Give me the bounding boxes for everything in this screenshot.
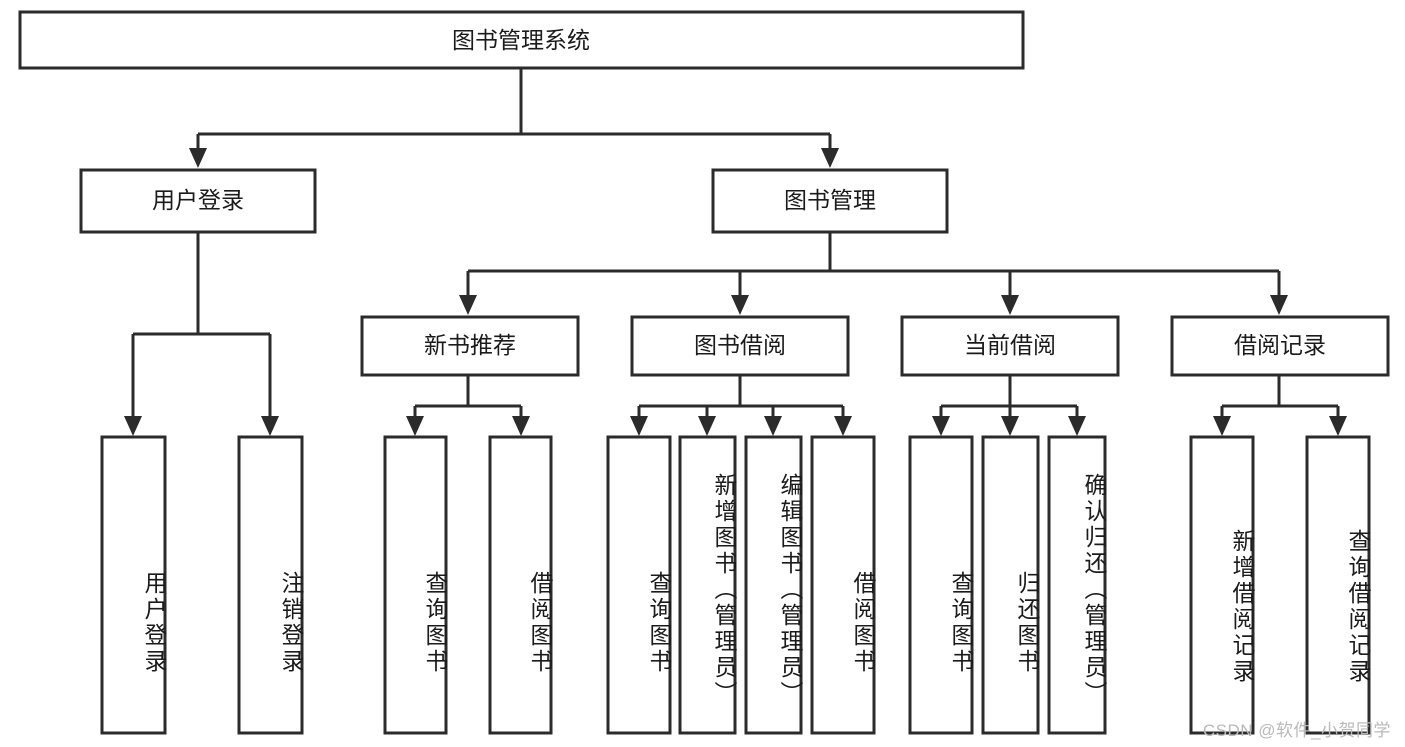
arrow-to-leaf-user-logout bbox=[261, 416, 279, 436]
arrow-to-current-borrow bbox=[1001, 295, 1019, 315]
node-new-book-recommend-label: 新书推荐 bbox=[424, 332, 516, 358]
node-leaf-add-book-box[interactable] bbox=[678, 435, 737, 735]
node-book-management[interactable]: 图书管理 bbox=[711, 168, 949, 234]
watermark-text: CSDN @软件_小贺同学 bbox=[1202, 721, 1391, 740]
arrow-to-leaf-edit-book bbox=[764, 416, 782, 436]
node-leaf-confirm-return-box[interactable] bbox=[1047, 435, 1107, 735]
nodes-layer: 图书管理系统 用户登录 图书管理 新书推荐 图书借阅 当前 bbox=[18, 10, 1390, 735]
node-root-box[interactable] bbox=[18, 10, 1025, 70]
node-root[interactable]: 图书管理系统 bbox=[18, 10, 1025, 70]
node-book-borrow-box[interactable] bbox=[630, 315, 850, 377]
arrow-root-to-user-login bbox=[189, 148, 207, 168]
node-borrow-record-box[interactable] bbox=[1170, 315, 1390, 377]
node-book-management-label: 图书管理 bbox=[784, 187, 876, 213]
node-book-borrow-label: 图书借阅 bbox=[694, 332, 786, 358]
arrow-to-new-book-recommend bbox=[459, 295, 477, 315]
node-new-book-recommend[interactable]: 新书推荐 bbox=[360, 315, 580, 377]
node-leaf-query-book-1-box[interactable] bbox=[383, 435, 448, 735]
node-leaf-add-record-box[interactable] bbox=[1189, 435, 1255, 735]
edges-layer bbox=[124, 68, 1347, 436]
node-leaf-borrow-book-1-box[interactable] bbox=[488, 435, 553, 735]
arrow-to-leaf-return-book bbox=[1001, 416, 1019, 436]
node-leaf-user-login-box[interactable] bbox=[100, 435, 167, 735]
arrow-to-leaf-query-book-2 bbox=[630, 416, 648, 436]
node-leaf-return-book-box[interactable] bbox=[981, 435, 1040, 735]
node-leaf-edit-book-box[interactable] bbox=[744, 435, 803, 735]
node-current-borrow-box[interactable] bbox=[900, 315, 1120, 377]
node-user-login[interactable]: 用户登录 bbox=[79, 168, 317, 234]
node-current-borrow-label: 当前借阅 bbox=[964, 332, 1056, 358]
node-new-book-recommend-box[interactable] bbox=[360, 315, 580, 377]
arrow-to-borrow-record bbox=[1270, 295, 1288, 315]
arrow-to-leaf-borrow-book-2 bbox=[834, 416, 852, 436]
node-user-login-box[interactable] bbox=[79, 168, 317, 234]
node-leaf-query-book-2-box[interactable] bbox=[606, 435, 672, 735]
node-current-borrow[interactable]: 当前借阅 bbox=[900, 315, 1120, 377]
arrow-to-leaf-query-record bbox=[1329, 416, 1347, 436]
node-leaf-user-logout-box[interactable] bbox=[237, 435, 304, 735]
arrow-to-leaf-confirm-return bbox=[1068, 416, 1086, 436]
node-borrow-record-label: 借阅记录 bbox=[1234, 332, 1326, 358]
node-leaf-query-record-box[interactable] bbox=[1305, 435, 1371, 735]
arrow-to-book-borrow bbox=[731, 295, 749, 315]
node-root-label: 图书管理系统 bbox=[452, 27, 590, 53]
arrow-to-leaf-add-record bbox=[1213, 416, 1231, 436]
node-leaf-query-book-3-box[interactable] bbox=[908, 435, 974, 735]
arrow-to-leaf-borrow-book-1 bbox=[512, 416, 530, 436]
arrow-root-to-book-management bbox=[821, 148, 839, 168]
node-book-management-box[interactable] bbox=[711, 168, 949, 234]
arrow-to-leaf-user-login bbox=[124, 416, 142, 436]
arrow-to-leaf-query-book-3 bbox=[932, 416, 950, 436]
node-book-borrow[interactable]: 图书借阅 bbox=[630, 315, 850, 377]
arrow-to-leaf-add-book bbox=[698, 416, 716, 436]
node-borrow-record[interactable]: 借阅记录 bbox=[1170, 315, 1390, 377]
node-user-login-label: 用户登录 bbox=[152, 187, 244, 213]
node-leaf-borrow-book-2-box[interactable] bbox=[810, 435, 876, 735]
arrow-to-leaf-query-book-1 bbox=[406, 416, 424, 436]
